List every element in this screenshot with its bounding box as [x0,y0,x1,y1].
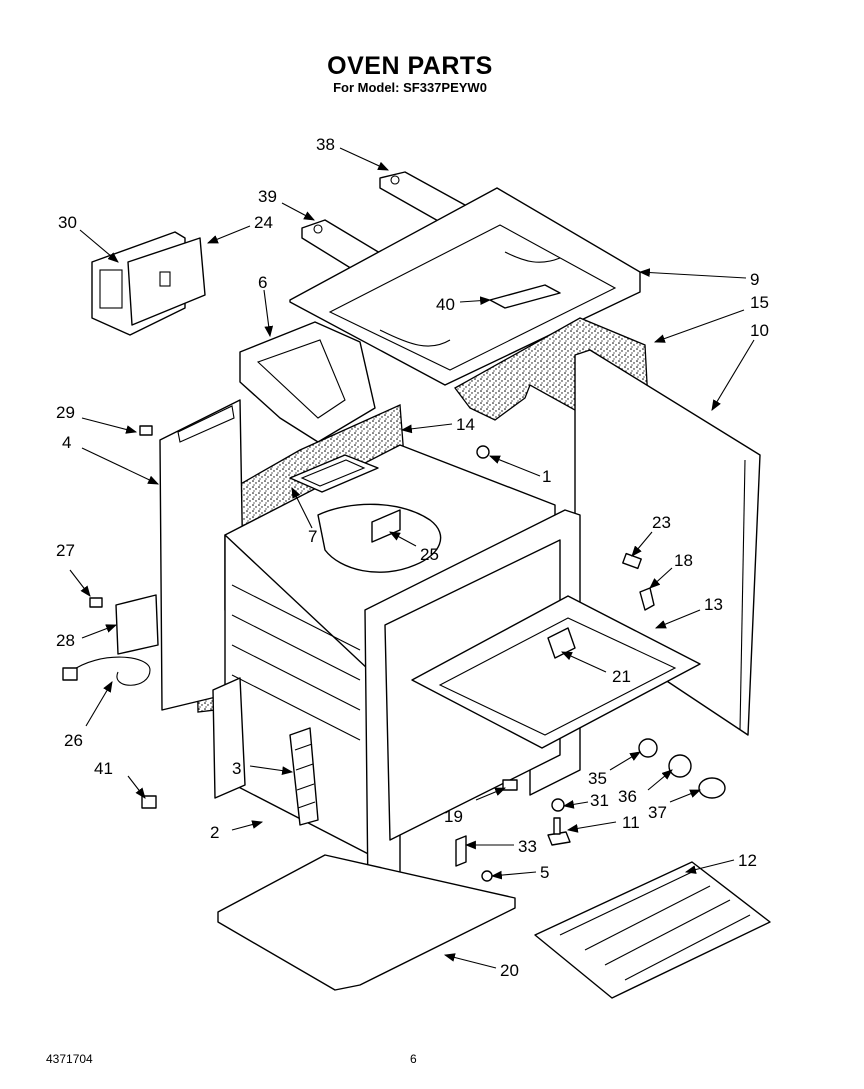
callout-10: 10 [750,321,769,340]
callout-24: 24 [254,213,273,232]
part-24-panel [127,237,206,326]
part-13-panel [411,595,701,749]
part-33-bracket [455,835,467,867]
callout-11: 11 [622,813,640,832]
callout-18: 18 [674,551,693,570]
part-28-plate [115,594,159,655]
callout-12: 12 [738,851,757,870]
callout-20: 20 [500,961,519,980]
callout-4: 4 [62,433,71,452]
callout-28: 28 [56,631,75,650]
part-6-duct [239,321,376,443]
part-40-plate [489,284,561,309]
part-21-label [547,627,576,659]
callout-1: 1 [542,467,551,486]
callout-35: 35 [588,769,607,788]
callout-39: 39 [258,187,277,206]
callout-38: 38 [316,135,335,154]
part-7-vent [289,454,379,493]
callout-31: 31 [590,791,609,810]
callout-14: 14 [456,415,475,434]
callout-5: 5 [540,863,549,882]
callout-7: 7 [308,527,317,546]
callout-leaders [69,147,755,969]
part-12-broiler-pan [534,861,771,999]
part-18-clip [639,587,655,611]
callout-30: 30 [58,213,77,232]
part-25-baffle [371,509,401,543]
callout-labels: 38 39 30 24 9 15 10 6 40 29 4 14 1 7 25 … [56,135,769,980]
callout-13: 13 [704,595,723,614]
part-37-bulb [698,777,726,799]
part-36-socket [668,754,692,778]
part-9-burner-box [289,187,641,386]
document-number: 4371704 [46,1052,93,1066]
model-subtitle: For Model: SF337PEYW0 [333,80,487,95]
callout-3: 3 [232,759,241,778]
callout-19: 19 [444,807,463,826]
callout-25: 25 [420,545,439,564]
part-31-nut [551,798,565,812]
callout-27: 27 [56,541,75,560]
part-26-cord [62,656,151,686]
part-35-grommet [638,738,658,758]
part-5-screw [481,870,493,882]
part-20-drawer-bottom [217,854,516,991]
callout-15: 15 [750,293,769,312]
callout-40: 40 [436,295,455,314]
part-27-clip [89,597,103,608]
page-title: OVEN PARTS [327,52,493,80]
callout-36: 36 [618,787,637,806]
callout-26: 26 [64,731,83,750]
part-2-bottom [212,677,246,799]
part-29-clip [139,425,153,436]
callout-23: 23 [652,513,671,532]
part-4-side-panel [159,399,246,711]
part-41-clip [141,795,157,809]
callout-21: 21 [612,667,631,686]
callout-9: 9 [750,270,759,289]
page-number: 6 [410,1052,417,1066]
part-11-leveler [547,817,571,846]
callout-2: 2 [210,823,219,842]
callout-41: 41 [94,759,113,778]
part-3-spring [289,727,319,826]
callout-37: 37 [648,803,667,822]
part-19-clip [502,779,518,791]
callout-29: 29 [56,403,75,422]
callout-6: 6 [258,273,267,292]
callout-33: 33 [518,837,537,856]
part-1-clip [476,445,490,459]
